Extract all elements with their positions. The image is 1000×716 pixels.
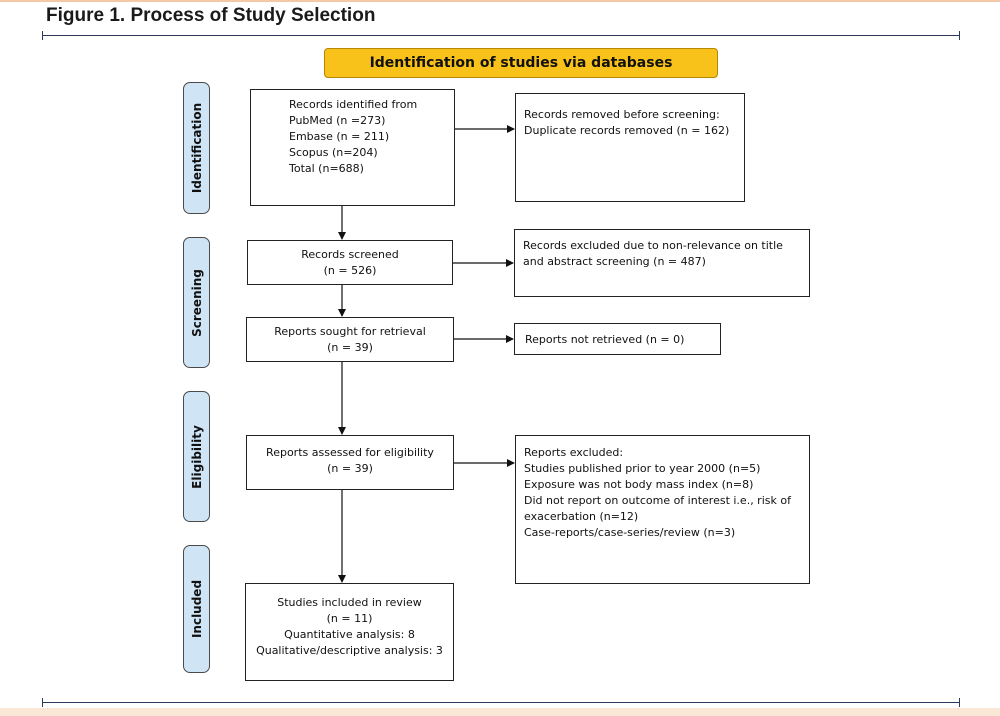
top-accent-strip: [0, 0, 1000, 2]
records-identified-line: Embase (n = 211): [289, 130, 390, 143]
reports-sought-line: (n = 39): [327, 341, 373, 354]
reports-sought-box: Reports sought for retrieval (n = 39): [246, 317, 454, 362]
records-identified-box: Records identified from PubMed (n =273) …: [250, 89, 455, 206]
records-screened-line: Records screened: [301, 248, 399, 261]
studies-included-line: Qualitative/descriptive analysis: 3: [256, 644, 443, 657]
reports-assessed-line: (n = 39): [327, 462, 373, 475]
reports-not-retrieved-line: Reports not retrieved (n = 0): [525, 333, 685, 346]
reports-excluded-line: Studies published prior to year 2000 (n=…: [524, 462, 761, 475]
studies-included-line: (n = 11): [326, 612, 373, 625]
phase-screening: Screening: [183, 237, 210, 368]
phase-eligibility: Eligibility: [183, 391, 210, 522]
top-rule: [42, 31, 960, 40]
records-removed-box: Records removed before screening: Duplic…: [515, 93, 745, 202]
figure-title: Figure 1. Process of Study Selection: [46, 5, 376, 26]
bottom-rule: [42, 698, 960, 707]
identification-banner: Identification of studies via databases: [324, 48, 718, 78]
reports-excluded-line: Did not report on outcome of interest i.…: [524, 494, 791, 507]
phase-identification: Identification: [183, 82, 210, 214]
records-identified-line: PubMed (n =273): [289, 114, 386, 127]
reports-not-retrieved-box: Reports not retrieved (n = 0): [514, 323, 721, 355]
reports-excluded-box: Reports excluded: Studies published prio…: [515, 435, 810, 584]
records-removed-line: Records removed before screening:: [524, 108, 720, 121]
records-excluded-line: and abstract screening (n = 487): [523, 255, 706, 268]
records-excluded-box: Records excluded due to non-relevance on…: [514, 229, 810, 297]
reports-sought-line: Reports sought for retrieval: [274, 325, 426, 338]
reports-excluded-line: Exposure was not body mass index (n=8): [524, 478, 754, 491]
reports-excluded-line: Case-reports/case-series/review (n=3): [524, 526, 736, 539]
records-identified-line: Scopus (n=204): [289, 146, 378, 159]
records-identified-line: Records identified from: [289, 98, 418, 111]
records-screened-box: Records screened (n = 526): [247, 240, 453, 285]
records-identified-line: Total (n=688): [289, 162, 364, 175]
records-removed-line: Duplicate records removed (n = 162): [524, 124, 730, 137]
reports-excluded-line: Reports excluded:: [524, 446, 624, 459]
reports-assessed-line: Reports assessed for eligibility: [266, 446, 434, 459]
bottom-accent-strip: [0, 708, 1000, 716]
studies-included-line: Quantitative analysis: 8: [284, 628, 415, 641]
records-screened-line: (n = 526): [323, 264, 377, 277]
studies-included-line: Studies included in review: [277, 596, 422, 609]
phase-included: Included: [183, 545, 210, 673]
studies-included-box: Studies included in review (n = 11) Quan…: [245, 583, 454, 681]
records-excluded-line: Records excluded due to non-relevance on…: [523, 239, 783, 252]
reports-excluded-line: exacerbation (n=12): [524, 510, 639, 523]
reports-assessed-box: Reports assessed for eligibility (n = 39…: [246, 435, 454, 490]
